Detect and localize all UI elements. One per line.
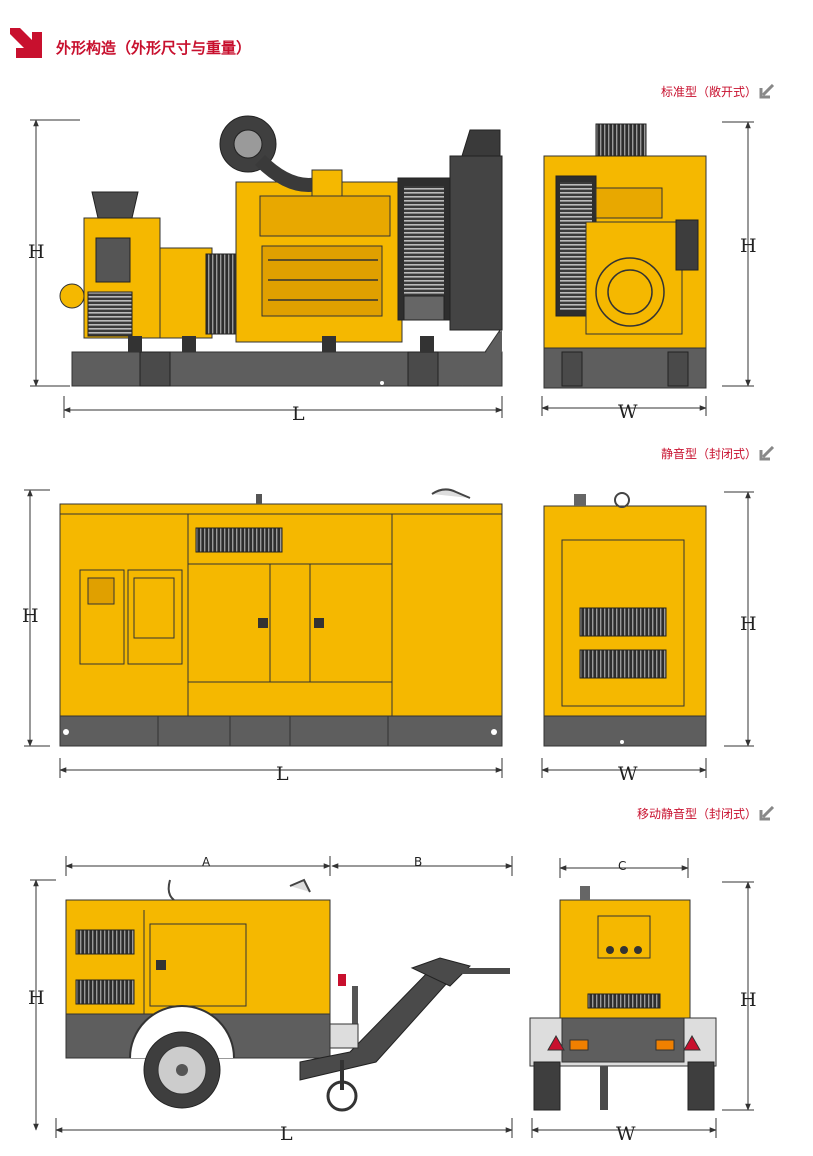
- length-label: L: [276, 763, 289, 785]
- arrow-down-left-icon: [759, 84, 775, 99]
- c-label: C: [618, 859, 626, 873]
- section-label-mobile-silent-type: 移动静音型（封闭式）: [636, 807, 757, 821]
- mobile-type-front-view: [529, 886, 717, 1111]
- height-label: H: [22, 605, 39, 627]
- mobile-type-side-view: [65, 878, 510, 1112]
- mobile-type-a-dimension: [65, 856, 331, 876]
- mobile-type-b-dimension: [331, 856, 513, 876]
- open-type-length-dimension: [63, 396, 503, 418]
- mobile-type-height-dimension: [30, 879, 56, 1131]
- silent-type-front-view: [543, 492, 707, 747]
- open-type-height-dimension: [30, 119, 80, 387]
- arrow-down-left-icon: [759, 806, 775, 821]
- mobile-type-width-dimension: [531, 1118, 717, 1138]
- silent-type-front-height-dimension: [724, 491, 754, 747]
- section-label-silent-type: 静音型（封闭式）: [660, 447, 757, 461]
- length-label: L: [292, 403, 305, 425]
- a-label: A: [202, 855, 211, 869]
- height-label: H: [28, 987, 45, 1009]
- silent-type-length-dimension: [59, 758, 503, 778]
- silent-type-height-dimension: [24, 489, 50, 747]
- open-type-front-height-dimension: [722, 121, 754, 387]
- section-label-open-type: 标准型（敞开式）: [660, 85, 757, 99]
- mobile-type-c-dimension: [559, 858, 689, 878]
- open-type-width-dimension: [541, 396, 707, 416]
- silent-type-side-view: [59, 488, 503, 747]
- mobile-type-length-dimension: [55, 1118, 513, 1138]
- mobile-type-front-height-dimension: [722, 881, 754, 1111]
- width-label: W: [616, 1123, 636, 1145]
- front-height-label: H: [740, 989, 757, 1011]
- page-header: 外形构造（外形尺寸与重量）: [0, 0, 813, 70]
- width-label: W: [618, 763, 638, 785]
- arrow-logo-icon: [10, 28, 42, 58]
- page-title: 外形构造（外形尺寸与重量）: [56, 39, 252, 57]
- silent-type-width-dimension: [541, 758, 707, 778]
- width-label: W: [618, 401, 638, 423]
- length-label: L: [280, 1123, 293, 1145]
- b-label: B: [414, 855, 422, 869]
- open-type-front-view: [543, 123, 707, 389]
- front-height-label: H: [740, 235, 757, 257]
- front-height-label: H: [740, 613, 757, 635]
- height-label: H: [28, 241, 45, 263]
- open-type-side-view: [59, 115, 503, 387]
- arrow-down-left-icon: [759, 446, 775, 461]
